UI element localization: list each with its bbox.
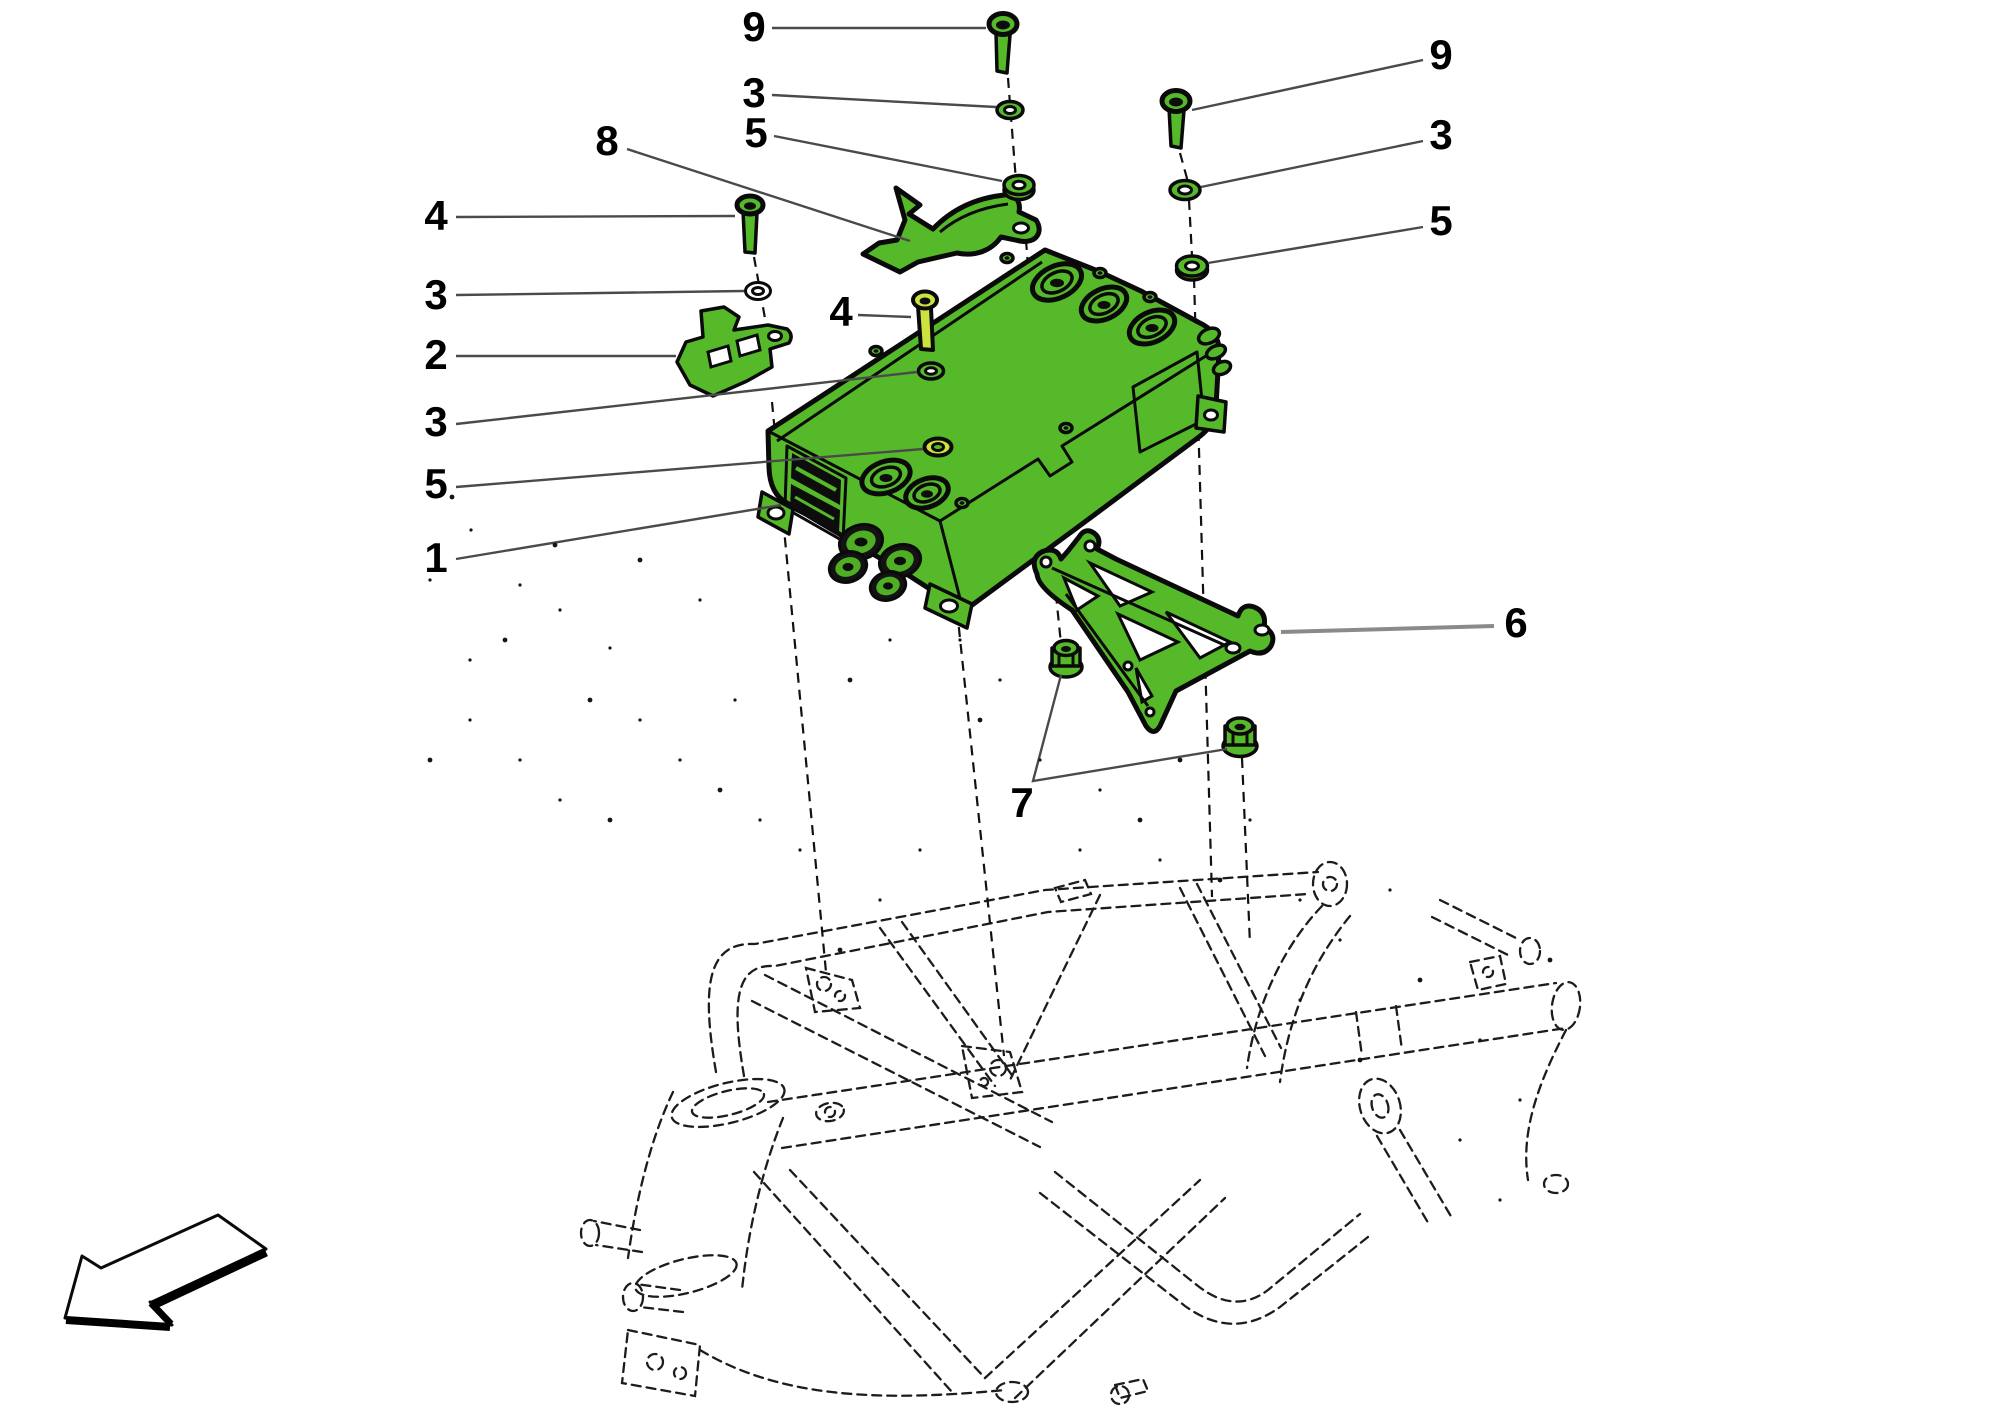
bolt-4-center: [911, 289, 939, 352]
callout-4-center: 4: [829, 288, 853, 335]
callout-3-top: 3: [742, 69, 765, 116]
spacer-5-right: [1174, 254, 1210, 282]
washer-3-left: [744, 281, 772, 301]
washer-5-mid: [922, 436, 954, 458]
callout-3-left: 3: [424, 271, 447, 318]
bolt-9-top: [986, 11, 1020, 75]
speckle-dots: [427, 494, 1553, 1202]
callout-leaders: [455, 26, 1495, 783]
ecu-box: [756, 247, 1233, 630]
lid-screws: [868, 251, 1158, 510]
callout-9-top: 9: [742, 3, 765, 50]
callout-7: 7: [1010, 779, 1033, 826]
bracket-truss: [1031, 528, 1276, 734]
top-connector-bosses: [859, 261, 1178, 511]
callout-3-right: 3: [1429, 111, 1452, 158]
nut-7-right: [1221, 716, 1259, 759]
bracket-upper: [860, 185, 1042, 275]
mounting-ears: [756, 394, 1228, 630]
nut-7-left: [1048, 638, 1084, 679]
direction-arrow-icon: [63, 1213, 268, 1331]
spacer-5-top: [1002, 173, 1036, 202]
bolt-9-right: [1159, 88, 1193, 150]
callout-labels: 9 3 5 8 4 3 2 3 5 1 4 9 3 5 6 7: [424, 3, 1527, 826]
cable-glands: [827, 522, 923, 602]
callout-1: 1: [424, 534, 447, 581]
callout-9-right: 9: [1429, 31, 1452, 78]
callout-3-mid: 3: [424, 398, 447, 445]
front-connector: [783, 444, 848, 543]
callout-8: 8: [595, 117, 618, 164]
chassis-frame: [579, 860, 1582, 1406]
washer-3-top: [995, 99, 1025, 121]
callout-4-left: 4: [424, 192, 448, 239]
callout-2: 2: [424, 331, 447, 378]
callout-5-top: 5: [744, 109, 767, 156]
callout-5-right: 5: [1429, 197, 1452, 244]
bolt-4-left: [734, 193, 766, 255]
bracket-small-plate: [675, 305, 793, 398]
callout-5-mid: 5: [424, 460, 447, 507]
washer-3-mid: [916, 361, 946, 381]
washer-3-right: [1168, 178, 1202, 202]
callout-6: 6: [1504, 599, 1527, 646]
